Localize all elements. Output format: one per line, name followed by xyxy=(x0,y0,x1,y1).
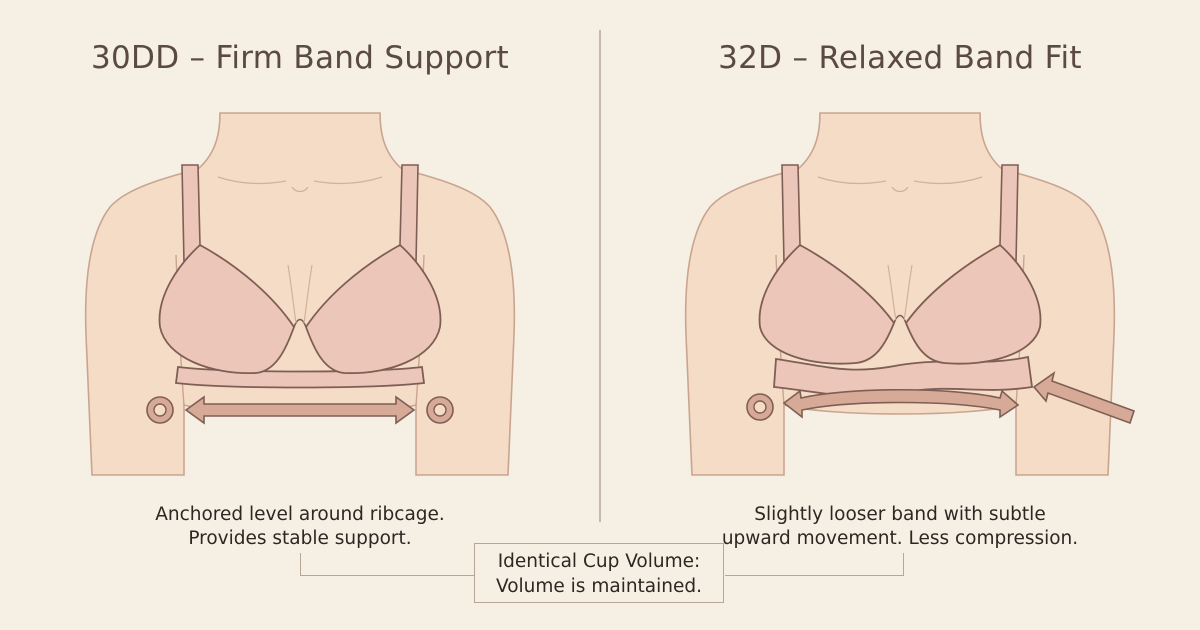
torso-right xyxy=(684,112,1116,476)
anchor-point-left-icon xyxy=(146,396,174,424)
connector-bracket-left xyxy=(300,553,476,576)
collarbone-left xyxy=(217,176,287,185)
pointer-arrow-icon xyxy=(1032,371,1136,425)
sternal-notch xyxy=(891,186,909,193)
right-caption-line-1: Slightly looser band with subtle xyxy=(754,504,1046,525)
cleavage-shading xyxy=(887,264,913,321)
collarbone-right xyxy=(313,176,383,185)
connector-bracket-right xyxy=(725,553,904,576)
collarbone-left xyxy=(817,176,887,185)
cleavage-shading xyxy=(287,264,313,324)
cup-volume-note-line-1: Identical Cup Volume: xyxy=(497,551,701,572)
left-panel-title: 30DD – Firm Band Support xyxy=(90,40,510,76)
cup-volume-note: Identical Cup Volume: Volume is maintain… xyxy=(474,543,724,603)
upward-movement-arrow xyxy=(782,388,1020,419)
left-caption-line-1: Anchored level around ribcage. xyxy=(155,504,445,525)
right-caption-line-2: upward movement. Less compression. xyxy=(721,528,1079,549)
sternal-notch xyxy=(291,186,309,193)
panel-divider xyxy=(599,30,601,522)
torso-left xyxy=(84,112,516,476)
level-band-arrow xyxy=(184,395,416,425)
cleavage-gore xyxy=(293,318,307,328)
bra-cup-left xyxy=(158,243,296,374)
relaxed-band-illustration xyxy=(684,112,1136,476)
right-panel-title: 32D – Relaxed Band Fit xyxy=(718,40,1082,76)
bra-cup-right xyxy=(904,243,1042,365)
firm-band-illustration xyxy=(84,112,516,476)
bra-cup-right xyxy=(304,243,442,374)
right-panel-caption: Slightly looser band with subtle upward … xyxy=(690,503,1110,551)
collarbone-right xyxy=(913,176,983,185)
anchor-point-left-icon xyxy=(746,393,774,421)
cup-volume-note-line-2: Volume is maintained. xyxy=(495,576,703,597)
cleavage-gore xyxy=(893,314,907,324)
left-panel-caption: Anchored level around ribcage. Provides … xyxy=(90,503,510,551)
bra-cup-left xyxy=(758,243,896,365)
anchor-point-right-icon xyxy=(426,396,454,424)
left-caption-line-2: Provides stable support. xyxy=(188,528,412,549)
